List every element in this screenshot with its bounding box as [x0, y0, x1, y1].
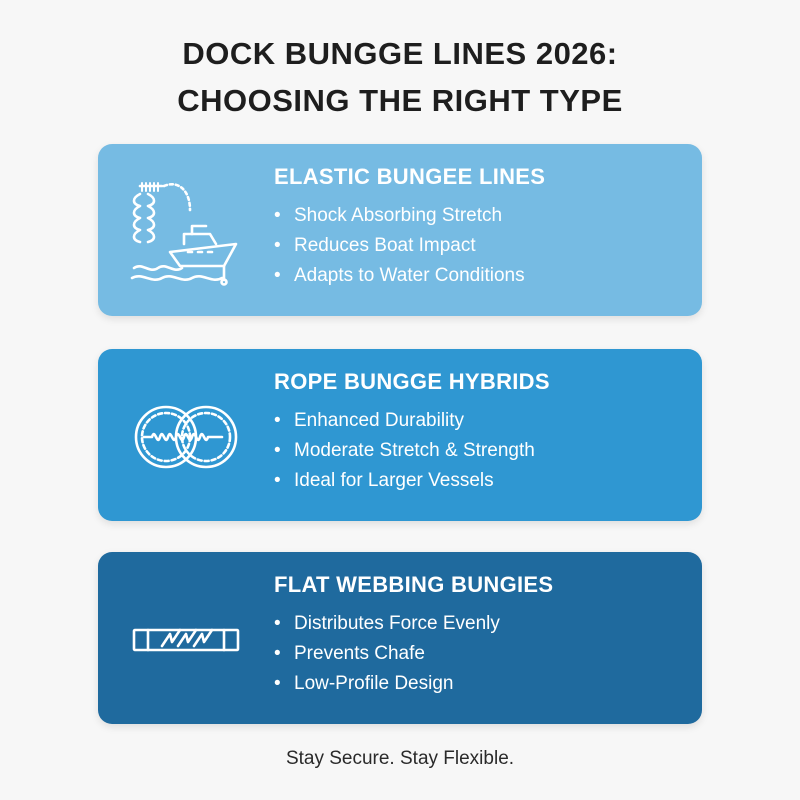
list-item: •Shock Absorbing Stretch	[274, 205, 503, 226]
card-rope-bungee-hybrids: ROPE BUNGGE HYBRIDS •Enhanced Durability…	[98, 349, 702, 521]
feature-list: •Enhanced Durability •Moderate Stretch &…	[274, 406, 535, 496]
list-item: •Ideal for Larger Vessels	[274, 470, 494, 491]
webbing-strap-icon	[126, 580, 246, 700]
list-item: •Enhanced Durability	[274, 410, 465, 431]
list-item: •Prevents Chafe	[274, 643, 425, 664]
card-elastic-bungee-lines: ELASTIC BUNGEE LINES •Shock Absorbing St…	[98, 144, 702, 316]
list-item: •Adapts to Water Conditions	[274, 265, 525, 286]
card-flat-webbing-bungies: FLAT WEBBING BUNGIES •Distributes Force …	[98, 552, 702, 724]
card-heading: ROPE BUNGGE HYBRIDS	[274, 369, 550, 394]
list-item: •Reduces Boat Impact	[274, 235, 476, 256]
feature-list: •Distributes Force Evenly •Prevents Chaf…	[274, 609, 500, 699]
rope-rings-icon	[126, 377, 246, 497]
list-item: •Moderate Stretch & Strength	[274, 440, 535, 461]
list-item: •Distributes Force Evenly	[274, 613, 500, 634]
page-title: DOCK BUNGGE LINES 2026: CHOOSING THE RIG…	[0, 30, 800, 124]
footer-tagline: Stay Secure. Stay Flexible.	[285, 748, 515, 769]
title-line-2: CHOOSING THE RIGHT TYPE	[177, 83, 623, 118]
boat-bungee-icon	[126, 172, 246, 292]
card-heading: FLAT WEBBING BUNGIES	[274, 572, 554, 597]
card-heading: ELASTIC BUNGEE LINES	[274, 164, 546, 189]
title-line-1: DOCK BUNGGE LINES 2026:	[182, 36, 618, 71]
list-item: •Low-Profile Design	[274, 673, 454, 694]
feature-list: •Shock Absorbing Stretch •Reduces Boat I…	[274, 201, 525, 291]
